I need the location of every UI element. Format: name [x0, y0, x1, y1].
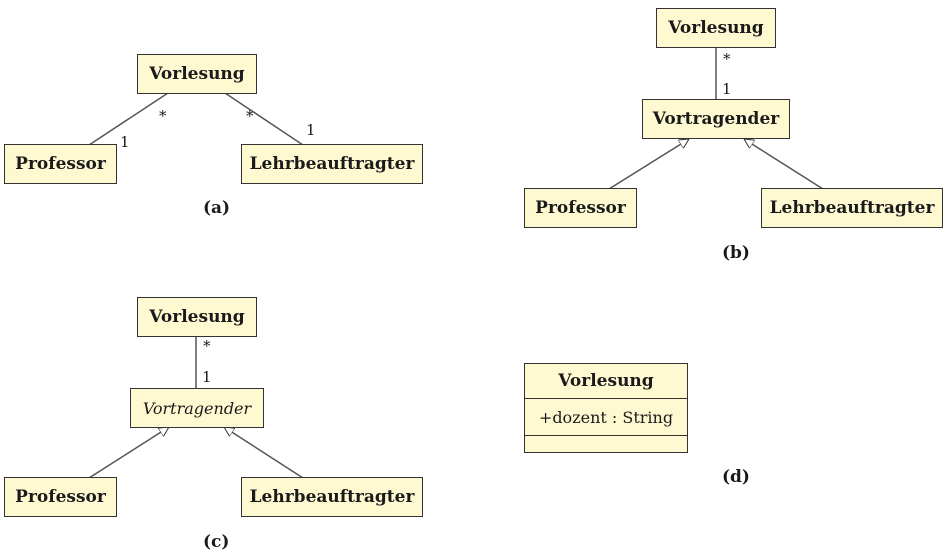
multiplicity-star-left: *	[159, 107, 167, 125]
class-vorlesung-c: Vorlesung	[137, 297, 257, 337]
generalization-c-lehrbeauftragter	[224, 426, 304, 479]
class-vorlesung-a: Vorlesung	[137, 54, 257, 94]
multiplicity-star-right: *	[246, 107, 254, 125]
class-vortragender-b: Vortragender	[642, 99, 790, 139]
generalization-b-professor	[608, 138, 689, 190]
class-vorlesung-d: Vorlesung +dozent : String	[524, 363, 688, 453]
multiplicity-star-c: *	[203, 337, 211, 355]
class-lehrbeauftragter-c: Lehrbeauftragter	[241, 477, 423, 517]
class-professor-b: Professor	[524, 188, 637, 228]
operations-compartment	[525, 436, 687, 454]
class-professor-c: Professor	[4, 477, 117, 517]
multiplicity-one-right: 1	[306, 121, 316, 139]
multiplicity-one-b: 1	[722, 80, 732, 98]
caption-c: (c)	[203, 532, 230, 552]
assoc-a-professor	[88, 92, 169, 146]
assoc-a-lehrbeauftragter	[224, 92, 304, 146]
class-professor-a: Professor	[4, 144, 117, 184]
generalization-b-lehrbeauftragter	[744, 138, 824, 190]
attribute-dozent: +dozent : String	[525, 399, 687, 436]
class-lehrbeauftragter-a: Lehrbeauftragter	[241, 144, 423, 184]
class-lehrbeauftragter-b: Lehrbeauftragter	[761, 188, 943, 228]
caption-d: (d)	[722, 467, 750, 487]
generalization-c-professor	[88, 426, 169, 479]
class-vortragender-abstract-c: Vortragender	[130, 388, 264, 428]
multiplicity-star-b: *	[723, 50, 731, 68]
class-vorlesung-b: Vorlesung	[656, 8, 776, 48]
class-name: Vorlesung	[525, 364, 687, 399]
multiplicity-one-c: 1	[202, 368, 212, 386]
multiplicity-one-left: 1	[120, 133, 130, 151]
caption-b: (b)	[722, 243, 750, 263]
caption-a: (a)	[203, 198, 231, 218]
